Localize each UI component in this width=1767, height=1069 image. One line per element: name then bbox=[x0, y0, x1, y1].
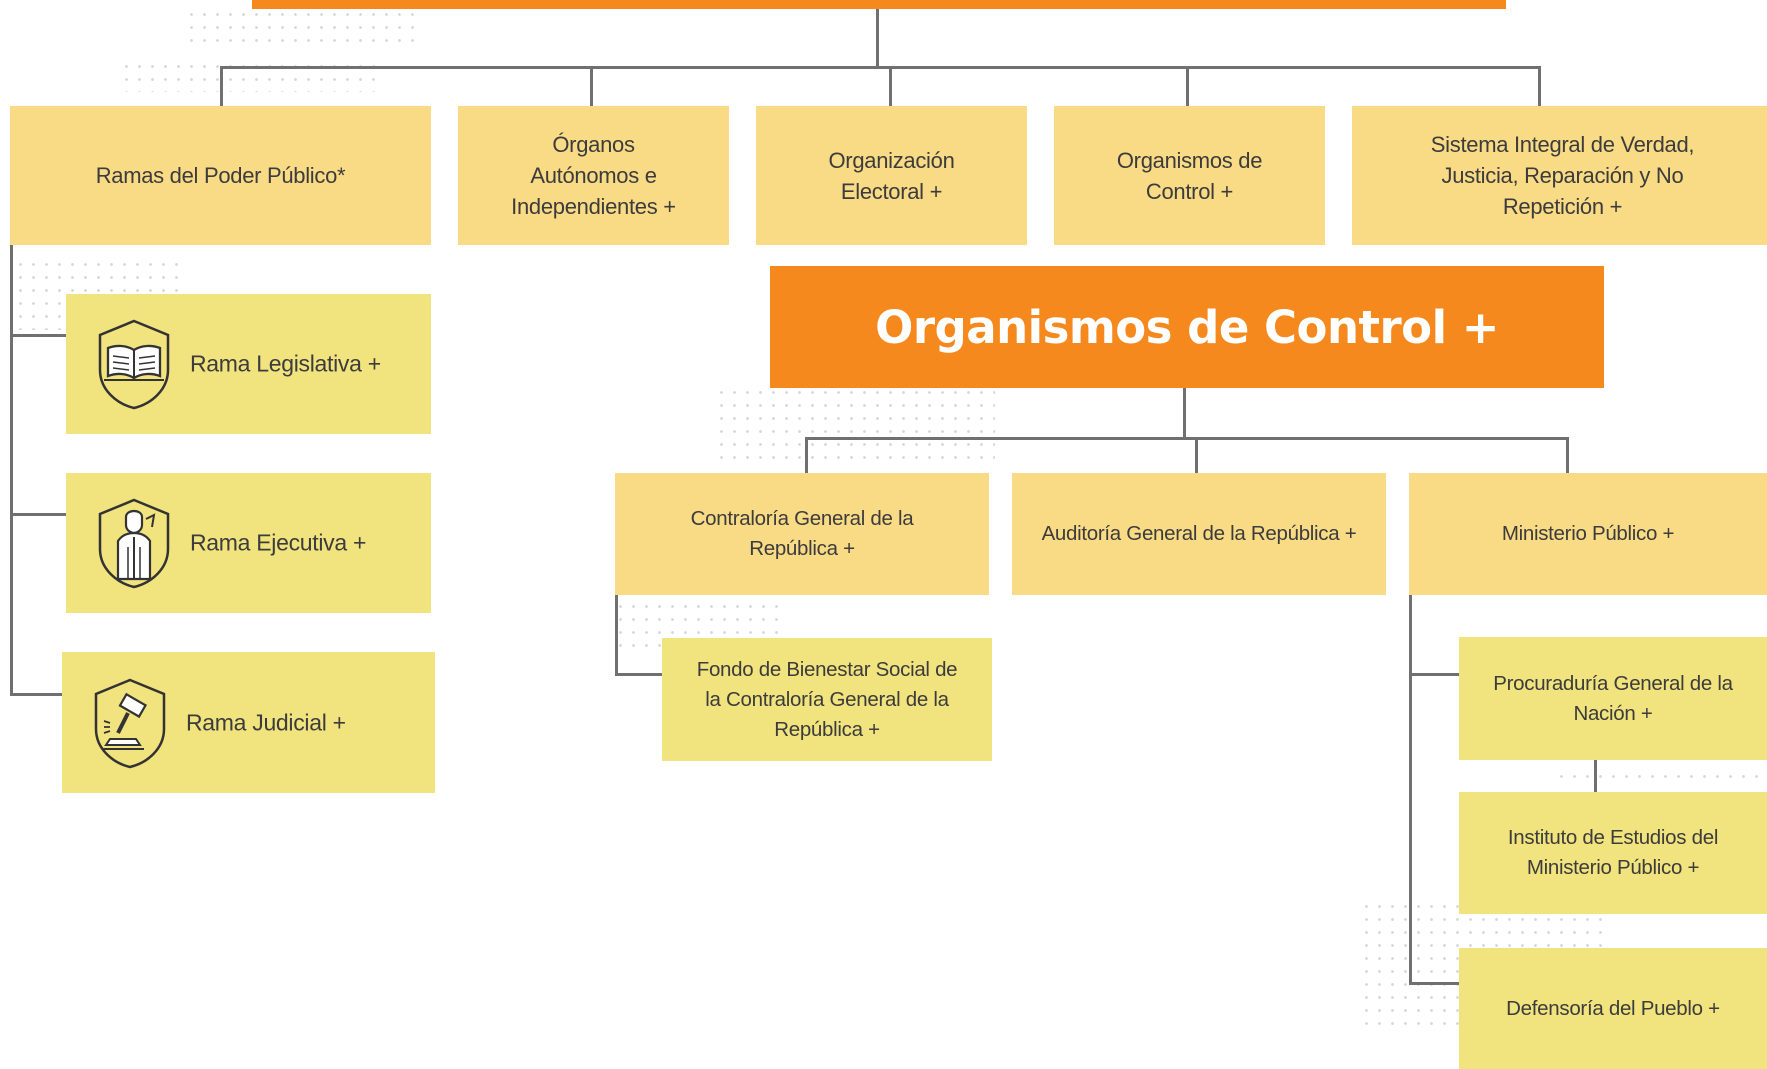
connector-line bbox=[1409, 673, 1461, 676]
connector-line bbox=[1195, 437, 1198, 473]
node-ministerio-publico[interactable]: Ministerio Público + bbox=[1409, 473, 1767, 595]
connector-line bbox=[1409, 982, 1461, 985]
banner-title: Organismos de Control + bbox=[875, 300, 1499, 354]
dot-pattern bbox=[185, 8, 415, 48]
node-label: Fondo de Bienestar Social de la Contralo… bbox=[696, 657, 958, 741]
connector-line bbox=[10, 245, 13, 696]
node-contraloria[interactable]: Contraloría General de la República + bbox=[615, 473, 989, 595]
node-fondo-bienestar[interactable]: Fondo de Bienestar Social de la Contralo… bbox=[662, 638, 992, 761]
node-label: Rama Ejecutiva + bbox=[190, 529, 367, 556]
node-procuraduria[interactable]: Procuraduría General de la Nación + bbox=[1459, 637, 1767, 760]
node-auditoria[interactable]: Auditoría General de la República + bbox=[1012, 473, 1386, 595]
statue-shield-icon bbox=[96, 497, 172, 589]
node-label: Contraloría General de la República + bbox=[690, 507, 914, 560]
node-label: Rama Legislativa + bbox=[190, 350, 381, 377]
node-label: Procuraduría General de la Nación + bbox=[1493, 671, 1733, 725]
node-organismos-de-control[interactable]: Organismos de Control + bbox=[1054, 106, 1325, 245]
node-label: Órganos Autónomos e Independientes + bbox=[511, 132, 676, 219]
open-book-shield-icon bbox=[96, 318, 172, 410]
connector-line bbox=[615, 673, 665, 676]
connector-line bbox=[615, 593, 618, 676]
connector-line bbox=[1566, 437, 1569, 473]
connector-line bbox=[220, 66, 1541, 69]
connector-line bbox=[1183, 387, 1186, 439]
gavel-shield-icon bbox=[92, 677, 168, 769]
connector-line bbox=[1186, 66, 1189, 106]
connector-line bbox=[10, 513, 66, 516]
node-label: Organismos de Control + bbox=[1116, 147, 1263, 204]
node-label: Rama Judicial + bbox=[186, 709, 346, 735]
connector-line bbox=[1594, 758, 1597, 792]
connector-line bbox=[805, 437, 808, 473]
connector-line bbox=[1538, 66, 1541, 106]
connector-line bbox=[590, 66, 593, 106]
node-ramas-poder-publico[interactable]: Ramas del Poder Público* bbox=[10, 106, 431, 245]
connector-line bbox=[10, 693, 62, 696]
node-label: Sistema Integral de Verdad, Justicia, Re… bbox=[1430, 132, 1695, 219]
organismos-de-control-banner[interactable]: Organismos de Control + bbox=[770, 266, 1604, 388]
node-organos-autonomos[interactable]: Órganos Autónomos e Independientes + bbox=[458, 106, 729, 245]
node-label: Defensoría del Pueblo + bbox=[1506, 996, 1720, 1020]
node-defensoria[interactable]: Defensoría del Pueblo + bbox=[1459, 948, 1767, 1069]
node-rama-judicial[interactable]: Rama Judicial + bbox=[62, 652, 435, 793]
node-instituto-estudios[interactable]: Instituto de Estudios del Ministerio Púb… bbox=[1459, 792, 1767, 914]
dot-pattern bbox=[715, 386, 995, 466]
top-banner bbox=[252, 0, 1506, 9]
node-label: Organización Electoral + bbox=[828, 147, 955, 204]
connector-line bbox=[220, 66, 223, 106]
connector-line bbox=[1409, 593, 1412, 985]
node-rama-legislativa[interactable]: Rama Legislativa + bbox=[66, 294, 431, 434]
connector-line bbox=[10, 334, 66, 337]
connector-line bbox=[805, 437, 1569, 440]
node-label: Ministerio Público + bbox=[1501, 522, 1675, 545]
connector-line bbox=[889, 66, 892, 106]
node-label: Instituto de Estudios del Ministerio Púb… bbox=[1507, 826, 1719, 879]
node-rama-ejecutiva[interactable]: Rama Ejecutiva + bbox=[66, 473, 431, 613]
dot-pattern bbox=[1555, 770, 1767, 788]
node-organizacion-electoral[interactable]: Organización Electoral + bbox=[756, 106, 1027, 245]
node-sistema-integral[interactable]: Sistema Integral de Verdad, Justicia, Re… bbox=[1352, 106, 1767, 245]
connector-line bbox=[876, 9, 879, 67]
dot-pattern bbox=[120, 60, 380, 92]
node-label: Ramas del Poder Público* bbox=[95, 163, 346, 188]
node-label: Auditoría General de la República + bbox=[1041, 522, 1357, 545]
